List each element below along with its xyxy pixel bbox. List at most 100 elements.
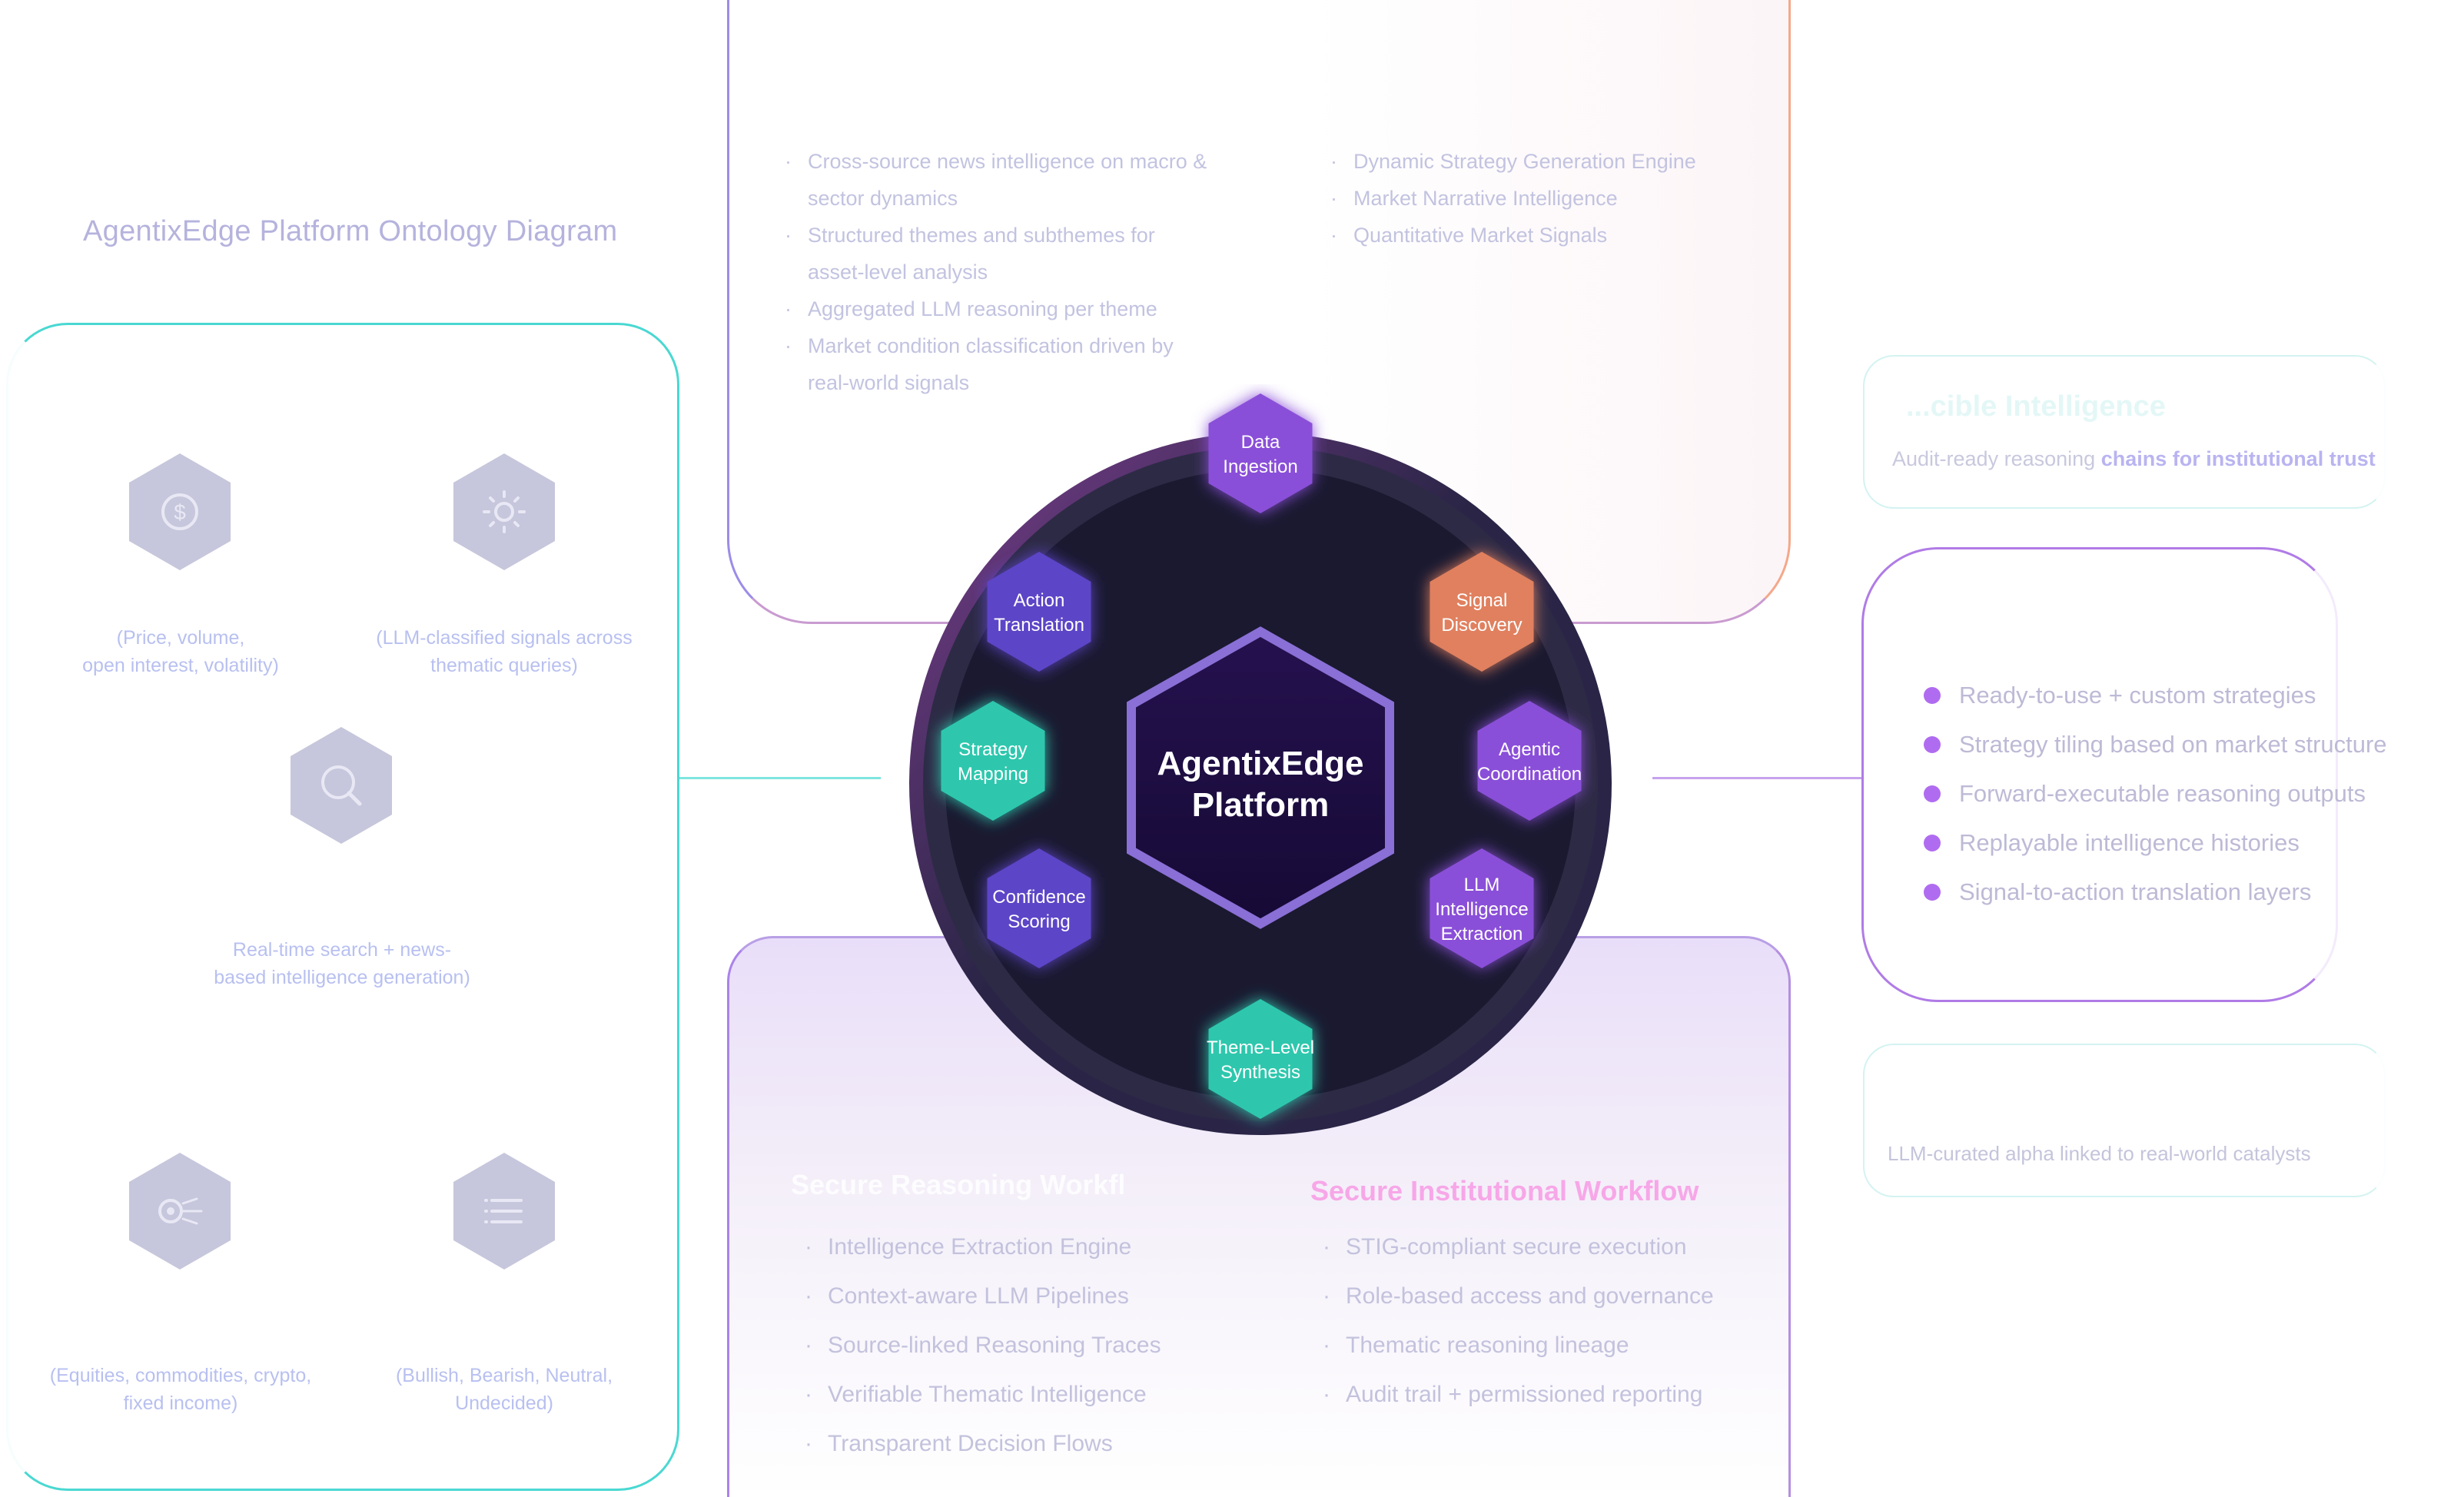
caption-line: Undecided) bbox=[455, 1392, 553, 1414]
list-item: real-world signals bbox=[808, 371, 970, 394]
node-hexagon bbox=[941, 701, 1045, 821]
platform-wheel: AgentixEdge Platform DataIngestionSignal… bbox=[909, 393, 1612, 1135]
card-text: LLM-curated alpha linked to real-world c… bbox=[1888, 1142, 2311, 1165]
node-label: Signal bbox=[1456, 590, 1508, 611]
list-item: Market condition classification driven b… bbox=[785, 327, 1246, 364]
list-item: Signal-to-action translation layers bbox=[1924, 868, 2464, 917]
auditable-intelligence-card: ...cible Intelligence Audit-ready reason… bbox=[1863, 355, 2386, 509]
chip-icon bbox=[129, 1153, 231, 1270]
caption-line: fixed income) bbox=[123, 1392, 238, 1414]
list-item: Cross-source news intelligence on macro … bbox=[785, 143, 1246, 180]
node-label: LLM bbox=[1464, 875, 1500, 895]
search-icon bbox=[291, 727, 392, 844]
node-label: Extraction bbox=[1441, 924, 1523, 944]
card-caption: (Price, volume, open interest, volatilit… bbox=[46, 624, 315, 679]
node-hexagon bbox=[1208, 393, 1313, 513]
node-label: Discovery bbox=[1441, 615, 1522, 636]
card-caption: (Bullish, Bearish, Neutral, Undecided) bbox=[367, 1362, 641, 1417]
right-connector bbox=[1652, 777, 1863, 779]
bottom-right-heading: Secure Institutional Workflow bbox=[1310, 1175, 1699, 1207]
node-label: Mapping bbox=[958, 764, 1028, 785]
list-item: Audit trail + permissioned reporting bbox=[1323, 1370, 1784, 1419]
bottom-right-list: STIG-compliant secure execution Role-bas… bbox=[1323, 1223, 1784, 1419]
card-caption: (LLM-classified signals across thematic … bbox=[354, 624, 655, 679]
top-right-list: Dynamic Strategy Generation Engine Marke… bbox=[1330, 143, 1761, 254]
node-label: Intelligence bbox=[1435, 899, 1528, 920]
list-item: Quantitative Market Signals bbox=[1330, 217, 1761, 254]
node-label: Synthesis bbox=[1220, 1062, 1300, 1083]
caption-line: (LLM-classified signals across bbox=[376, 627, 633, 649]
list-item: Forward-executable reasoning outputs bbox=[1924, 769, 2464, 818]
list-item: Aggregated LLM reasoning per theme bbox=[785, 290, 1246, 327]
strategy-output-list: Ready-to-use + custom strategies Strateg… bbox=[1924, 671, 2464, 917]
list-item: Thematic reasoning lineage bbox=[1323, 1321, 1784, 1370]
list-item: Transparent Decision Flows bbox=[805, 1419, 1266, 1469]
node-hexagon bbox=[1477, 701, 1582, 821]
list-item: asset-level analysis bbox=[808, 261, 988, 284]
node-label: Translation bbox=[994, 615, 1084, 636]
strategy-outputs-card: Ready-to-use + custom strategies Strateg… bbox=[1861, 547, 2387, 1002]
caption-line: Real-time search + news- bbox=[232, 939, 452, 961]
node-label: Agentic bbox=[1499, 739, 1560, 760]
subtitle-part: Audit-ready reasoning bbox=[1892, 447, 2096, 470]
node-label: Theme-Level bbox=[1207, 1037, 1314, 1058]
list-item: Source-linked Reasoning Traces bbox=[805, 1321, 1266, 1370]
list-item: Role-based access and governance bbox=[1323, 1272, 1784, 1321]
node-label: Ingestion bbox=[1223, 456, 1297, 477]
node-hexagon bbox=[1430, 552, 1534, 672]
list-icon bbox=[453, 1153, 555, 1270]
node-hexagon bbox=[1430, 848, 1534, 968]
node-hexagon bbox=[1208, 999, 1313, 1119]
list-item: STIG-compliant secure execution bbox=[1323, 1223, 1784, 1272]
caption-line: (Price, volume, bbox=[116, 627, 245, 649]
list-item: sector dynamics bbox=[808, 187, 958, 210]
list-item: Strategy tiling based on market structur… bbox=[1924, 720, 2464, 769]
bottom-left-list: Intelligence Extraction Engine Context-a… bbox=[805, 1223, 1266, 1469]
list-item: Structured themes and subthemes for bbox=[785, 217, 1246, 254]
subtitle-part: chains for institutional trust bbox=[2100, 447, 2376, 470]
caption-line: thematic queries) bbox=[430, 655, 578, 676]
node-label: Action bbox=[1014, 590, 1065, 611]
card-caption: Real-time search + news- based intellige… bbox=[177, 936, 507, 991]
top-left-list: Cross-source news intelligence on macro … bbox=[785, 143, 1246, 401]
list-item: Verifiable Thematic Intelligence bbox=[805, 1370, 1266, 1419]
card-subtitle: Audit-ready reasoning chains for institu… bbox=[1892, 447, 2376, 471]
bottom-left-heading: Secure Reasoning Workfl bbox=[791, 1169, 1126, 1200]
node-label: Coordination bbox=[1477, 764, 1582, 785]
list-item: Replayable intelligence histories bbox=[1924, 818, 2464, 868]
left-panel bbox=[6, 323, 679, 1491]
node-hexagon bbox=[987, 848, 1091, 968]
node-label: Strategy bbox=[958, 739, 1027, 760]
list-item: Market Narrative Intelligence bbox=[1330, 180, 1761, 217]
card-heading: ...cible Intelligence bbox=[1906, 390, 2166, 423]
dollar-icon: $ bbox=[129, 453, 231, 570]
diagram-title: AgentixEdge Platform Ontology Diagram bbox=[83, 215, 618, 247]
list-item: Intelligence Extraction Engine bbox=[805, 1223, 1266, 1272]
list-item: Ready-to-use + custom strategies bbox=[1924, 671, 2464, 720]
alpha-card: LLM-curated alpha linked to real-world c… bbox=[1863, 1044, 2386, 1197]
list-item: Dynamic Strategy Generation Engine bbox=[1330, 143, 1761, 180]
sun-icon bbox=[453, 453, 555, 570]
node-label: Data bbox=[1241, 432, 1280, 453]
card-caption: (Equities, commodities, crypto, fixed in… bbox=[23, 1362, 338, 1417]
caption-line: (Equities, commodities, crypto, bbox=[49, 1365, 312, 1386]
node-hexagon bbox=[987, 552, 1091, 672]
caption-line: (Bullish, Bearish, Neutral, bbox=[395, 1365, 613, 1386]
core-title-line2: Platform bbox=[1192, 786, 1329, 824]
node-label: Scoring bbox=[1008, 911, 1070, 932]
caption-line: open interest, volatility) bbox=[82, 655, 279, 676]
svg-text:$: $ bbox=[174, 500, 186, 524]
left-connector bbox=[679, 777, 881, 779]
core-title-line1: AgentixEdge bbox=[1157, 745, 1364, 782]
list-item: Context-aware LLM Pipelines bbox=[805, 1272, 1266, 1321]
caption-line: based intelligence generation) bbox=[214, 967, 470, 988]
node-label: Confidence bbox=[992, 887, 1085, 908]
